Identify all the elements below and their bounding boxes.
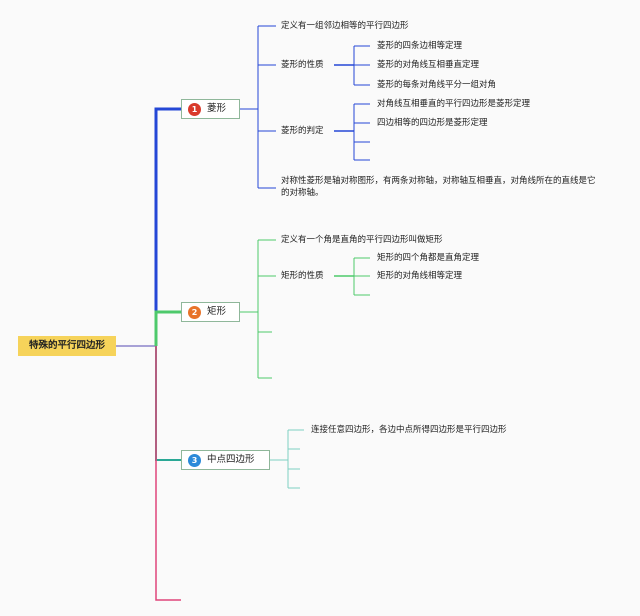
rhombus-judgement[interactable]: 菱形的判定 — [281, 126, 324, 136]
number-badge: 3 — [188, 453, 201, 467]
rhombus-property[interactable]: 菱形的四条边相等定理 — [377, 41, 463, 51]
branch-label: 菱形 — [207, 103, 227, 114]
rhombus-property[interactable]: 菱形的对角线互相垂直定理 — [377, 60, 480, 70]
number-badge: 1 — [188, 102, 201, 116]
rhombus-definition[interactable]: 定义有一组邻边相等的平行四边形 — [281, 21, 409, 31]
branch-label: 矩形 — [207, 306, 227, 317]
branch-midpoint[interactable]: 3 中点四边形 — [181, 450, 270, 470]
number-badge: 2 — [188, 305, 201, 319]
rhombus-judgement-item[interactable]: 对角线互相垂直的平行四边形是菱形定理 — [377, 99, 531, 109]
root-node[interactable]: 特殊的平行四边形 — [18, 336, 116, 356]
rectangle-definition[interactable]: 定义有一个角是直角的平行四边形叫做矩形 — [281, 235, 443, 245]
branch-rectangle[interactable]: 2 矩形 — [181, 302, 240, 322]
rhombus-property[interactable]: 菱形的每条对角线平分一组对角 — [377, 80, 497, 90]
rectangle-properties[interactable]: 矩形的性质 — [281, 271, 324, 281]
rhombus-judgement-item[interactable]: 四边相等的四边形是菱形定理 — [377, 118, 488, 128]
branch-label: 中点四边形 — [207, 454, 255, 465]
rectangle-property[interactable]: 矩形的四个角都是直角定理 — [377, 253, 480, 263]
branch-rhombus[interactable]: 1 菱形 — [181, 99, 240, 119]
rhombus-properties[interactable]: 菱形的性质 — [281, 60, 324, 70]
rectangle-property[interactable]: 矩形的对角线相等定理 — [377, 271, 463, 281]
rhombus-symmetry[interactable]: 对称性菱形是轴对称图形，有两条对称轴，对称轴互相垂直，对角线所在的直线是它的对称… — [281, 176, 596, 198]
midpoint-statement[interactable]: 连接任意四边形，各边中点所得四边形是平行四边形 — [311, 425, 507, 435]
